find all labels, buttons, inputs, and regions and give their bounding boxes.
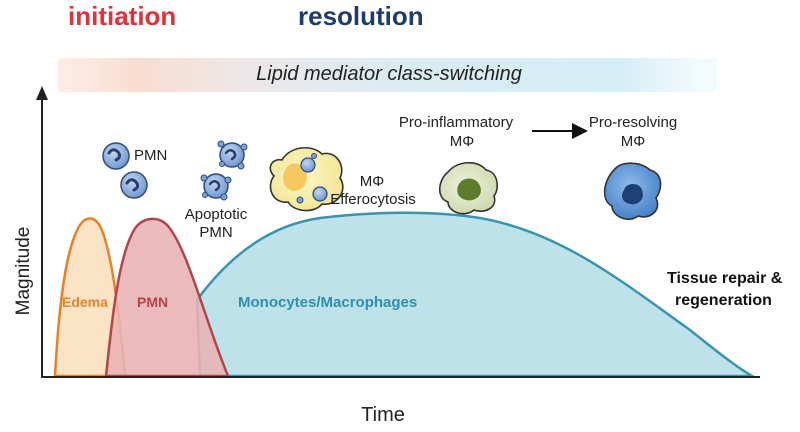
x-axis-label: Time bbox=[361, 404, 405, 426]
pro-inflammatory-label-line1: Pro-inflammatory bbox=[398, 114, 514, 131]
initiation-label: initiation bbox=[68, 1, 177, 31]
tissue-repair-label-line2: regeneration bbox=[675, 292, 772, 309]
class-switching-text: Lipid mediator class-switching bbox=[256, 63, 522, 85]
edema-curve-label: Edema bbox=[62, 294, 108, 310]
pro-inflammatory-macrophage-icon bbox=[438, 161, 499, 215]
y-axis-label: Magnitude bbox=[13, 226, 34, 316]
pro-resolving-label-line1: Pro-resolving bbox=[588, 114, 678, 131]
resolution-label: resolution bbox=[298, 1, 424, 31]
efferocytosis-label-line2: Efferocytosis bbox=[330, 191, 416, 208]
pro-inflammatory-label-line2: MΦ bbox=[449, 133, 475, 150]
pmn-curve bbox=[104, 217, 230, 378]
pmn-cell-label: PMN bbox=[134, 147, 168, 164]
efferocytosis-label-line1: MΦ bbox=[359, 173, 385, 190]
pmn-cell-icon bbox=[102, 142, 148, 199]
apoptotic-pmn-label-line2: PMN bbox=[199, 224, 233, 241]
tissue-repair-label-line1: Tissue repair & bbox=[667, 270, 783, 287]
monocytes-macrophages-label: Monocytes/Macrophages bbox=[238, 294, 418, 311]
efferocytosis-macrophage-icon bbox=[269, 147, 344, 212]
y-axis-arrow bbox=[36, 86, 48, 100]
class-switching-banner bbox=[58, 58, 718, 92]
pro-resolving-macrophage-icon bbox=[603, 162, 662, 221]
apoptotic-pmn-icon bbox=[200, 140, 248, 201]
apoptotic-pmn-label-line1: Apoptotic bbox=[184, 206, 248, 223]
pro-resolving-label-line2: MΦ bbox=[620, 133, 646, 150]
pmn-curve-label: PMN bbox=[137, 294, 169, 310]
monocyte-macrophage-curve bbox=[195, 211, 757, 378]
